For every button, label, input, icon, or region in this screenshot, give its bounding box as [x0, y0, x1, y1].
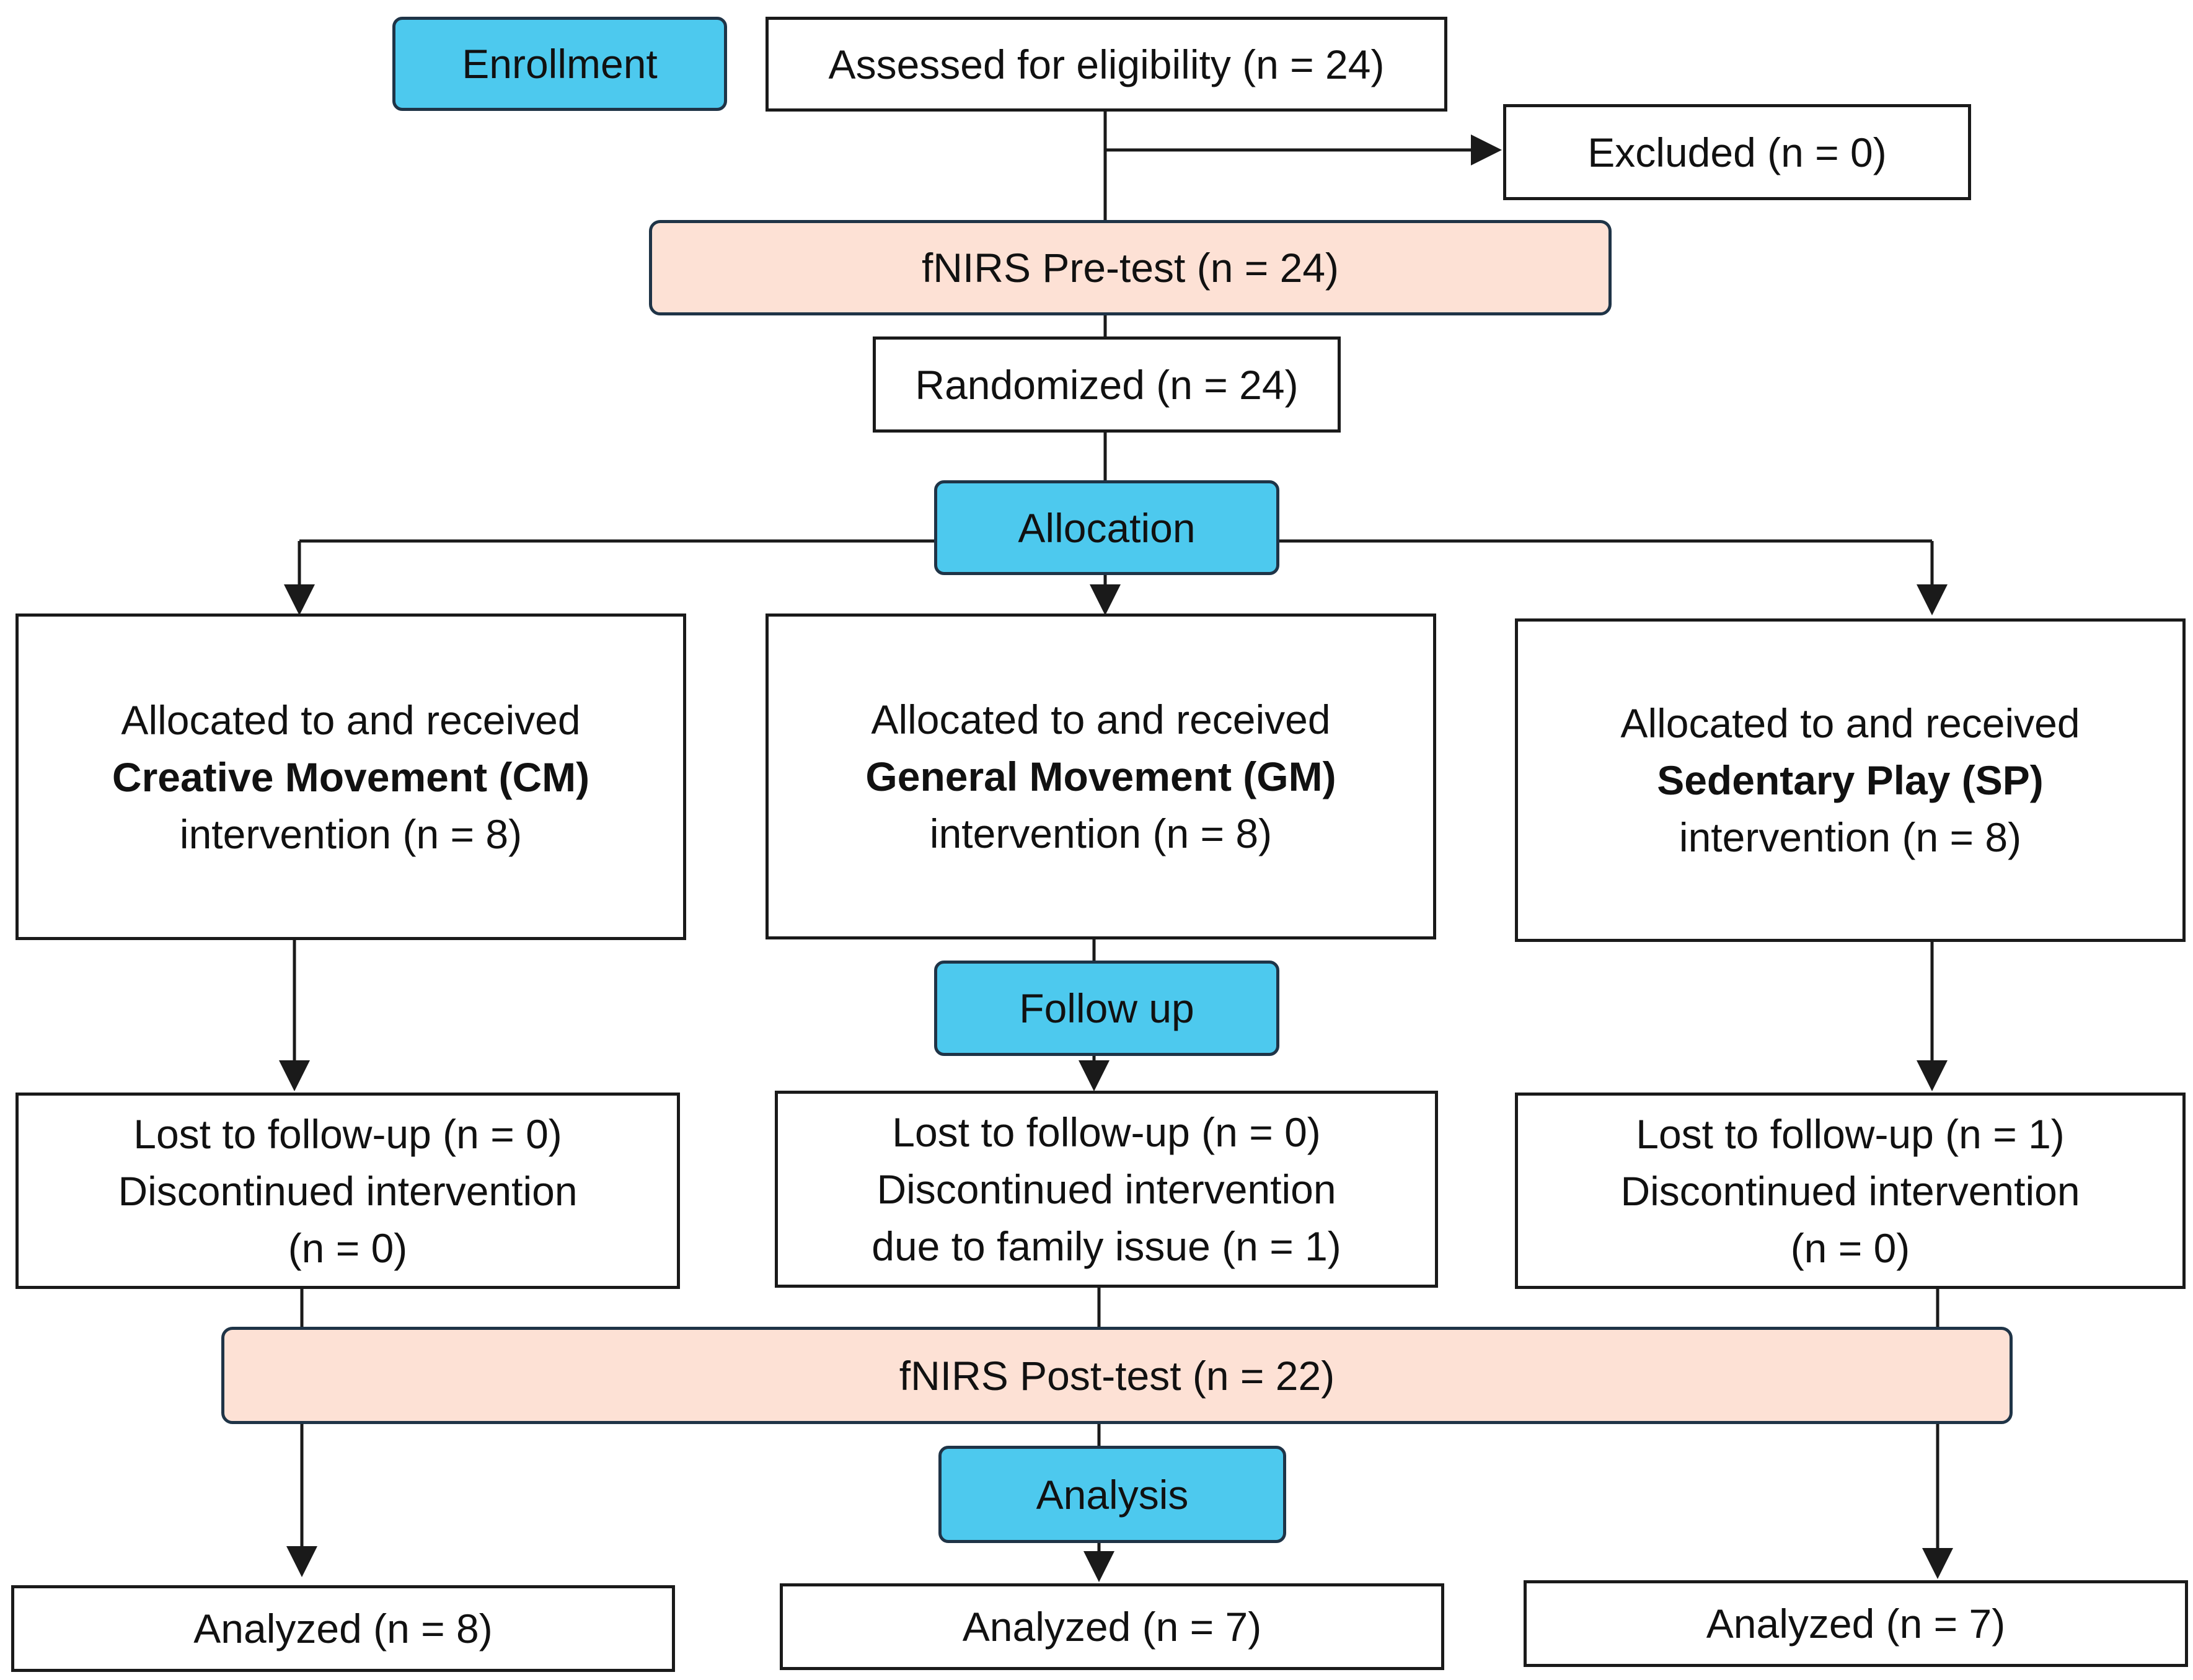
allocation-gm-line3: intervention (n = 8)	[929, 811, 1273, 856]
allocation-sp-line3: intervention (n = 8)	[1679, 814, 2022, 860]
stage-follow-up: Follow up	[934, 961, 1279, 1056]
followup-sp-line1: Lost to follow-up (n = 1)	[1636, 1110, 2065, 1157]
followup-cm-line2: Discontinued intervention	[118, 1168, 578, 1214]
assessed-eligibility-box: Assessed for eligibility (n = 24)	[766, 17, 1447, 112]
stage-allocation-label: Allocation	[1018, 504, 1196, 551]
pretest-label: fNIRS Pre-test (n = 24)	[921, 245, 1339, 291]
followup-gm-line3: due to family issue (n = 1)	[871, 1223, 1341, 1269]
followup-gm-line1: Lost to follow-up (n = 0)	[892, 1109, 1321, 1155]
stage-analysis: Analysis	[938, 1446, 1286, 1543]
allocation-cm-line1: Allocated to and received	[121, 697, 581, 743]
posttest-label: fNIRS Post-test (n = 22)	[899, 1352, 1335, 1399]
allocation-cm-line3: intervention (n = 8)	[179, 811, 523, 857]
stage-enrollment-label: Enrollment	[462, 41, 658, 87]
followup-cm-line1: Lost to follow-up (n = 0)	[133, 1110, 562, 1157]
followup-gm-line2: Discontinued intervention	[876, 1166, 1336, 1212]
stage-enrollment: Enrollment	[392, 17, 727, 111]
stage-allocation: Allocation	[934, 480, 1279, 575]
pretest-band: fNIRS Pre-test (n = 24)	[649, 220, 1612, 315]
allocation-cm-group: Creative Movement (CM)	[112, 754, 590, 800]
assessed-eligibility-label: Assessed for eligibility (n = 24)	[828, 41, 1385, 87]
analyzed-sp-label: Analyzed (n = 7)	[1706, 1601, 2006, 1647]
analyzed-gm-box: Analyzed (n = 7)	[780, 1583, 1444, 1670]
excluded-label: Excluded (n = 0)	[1587, 129, 1887, 175]
followup-sp-line2: Discontinued intervention	[1620, 1168, 2080, 1214]
allocation-sp-group: Sedentary Play (SP)	[1657, 757, 2044, 803]
stage-follow-up-label: Follow up	[1019, 985, 1194, 1031]
followup-sp-box: Lost to follow-up (n = 1) Discontinued i…	[1515, 1093, 2186, 1289]
allocation-gm-box: Allocated to and received General Moveme…	[766, 614, 1436, 939]
analyzed-gm-label: Analyzed (n = 7)	[962, 1604, 1262, 1650]
randomized-label: Randomized (n = 24)	[915, 361, 1299, 408]
analyzed-sp-box: Analyzed (n = 7)	[1524, 1580, 2188, 1667]
excluded-box: Excluded (n = 0)	[1503, 104, 1971, 200]
followup-cm-box: Lost to follow-up (n = 0) Discontinued i…	[15, 1093, 680, 1289]
stage-analysis-label: Analysis	[1036, 1471, 1189, 1518]
posttest-band: fNIRS Post-test (n = 22)	[221, 1327, 2013, 1424]
allocation-cm-box: Allocated to and received Creative Movem…	[15, 614, 686, 940]
followup-cm-line3: (n = 0)	[288, 1225, 408, 1271]
analyzed-cm-box: Analyzed (n = 8)	[11, 1585, 675, 1672]
followup-gm-box: Lost to follow-up (n = 0) Discontinued i…	[775, 1091, 1438, 1288]
allocation-sp-box: Allocated to and received Sedentary Play…	[1515, 618, 2186, 942]
allocation-sp-line1: Allocated to and received	[1620, 700, 2080, 746]
randomized-box: Randomized (n = 24)	[873, 336, 1341, 433]
allocation-gm-line1: Allocated to and received	[871, 697, 1331, 742]
analyzed-cm-label: Analyzed (n = 8)	[193, 1606, 493, 1651]
followup-sp-line3: (n = 0)	[1790, 1225, 1910, 1271]
allocation-gm-group: General Movement (GM)	[865, 754, 1336, 799]
